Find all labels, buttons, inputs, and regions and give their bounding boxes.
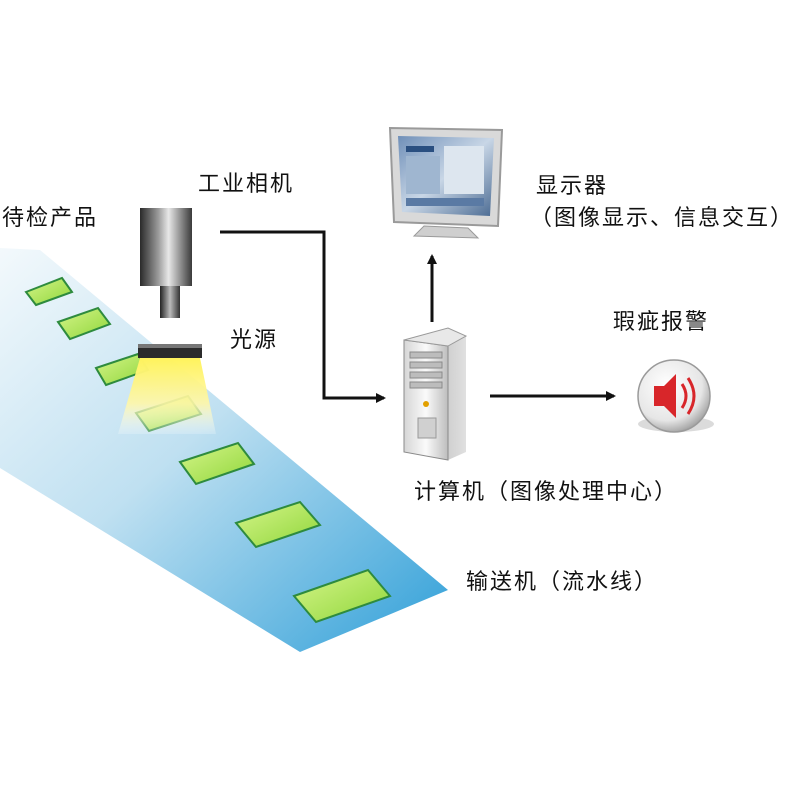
label-computer: 计算机（图像处理中心）: [414, 480, 679, 505]
product-items: [24, 276, 392, 624]
label-monitor: 显示器: [536, 174, 609, 199]
product-item: [24, 276, 74, 307]
flow-arrows: [220, 230, 616, 403]
product-item: [56, 306, 112, 341]
monitor-icon: [388, 126, 504, 239]
label-alarm: 瑕疵报警: [613, 310, 710, 335]
label-conveyor: 输送机（流水线）: [466, 570, 659, 595]
label-monitor-sub: （图像显示、信息交互）: [530, 206, 795, 231]
light-source-icon: [118, 344, 216, 434]
industrial-camera-icon: [140, 208, 192, 318]
label-camera: 工业相机: [198, 172, 295, 197]
label-product: 待检产品: [2, 206, 99, 231]
product-item: [234, 500, 322, 549]
product-item: [292, 568, 392, 624]
label-light: 光源: [230, 328, 279, 353]
speaker-alarm-icon: [637, 359, 714, 433]
arrow-camera-to-computer: [220, 230, 386, 403]
product-item: [178, 441, 256, 486]
computer-tower-icon: [403, 327, 468, 461]
